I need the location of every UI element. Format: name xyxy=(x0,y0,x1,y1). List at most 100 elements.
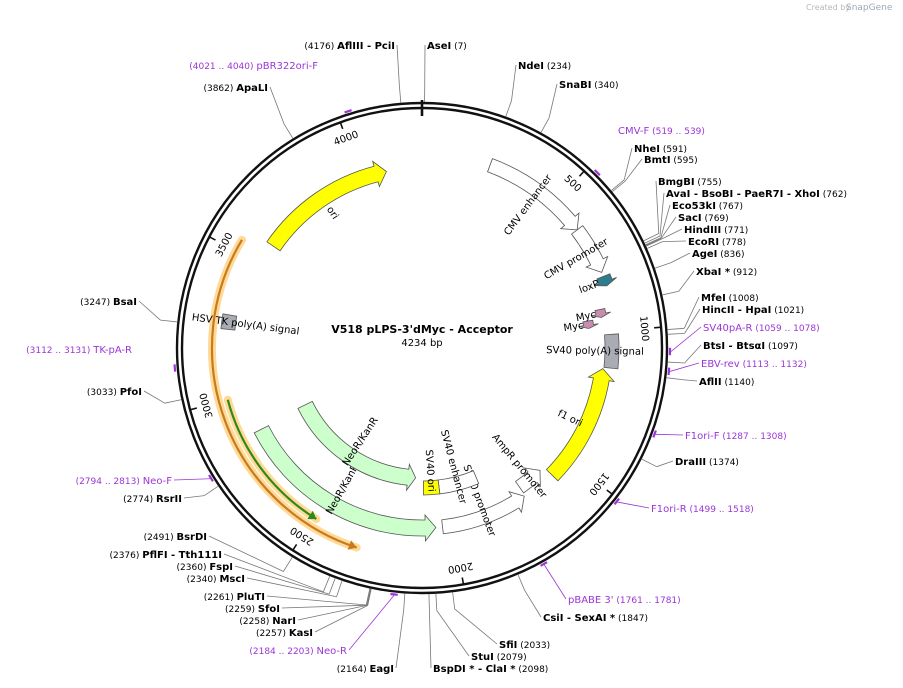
enzyme-label[interactable]: AvaI - BsoBI - PaeR7I - XhoI (762) xyxy=(666,189,847,200)
primer-leader-line xyxy=(348,595,395,651)
feature-sv40-promoter[interactable] xyxy=(441,491,525,535)
primer-label[interactable]: F1ori-R (1499 .. 1518) xyxy=(651,504,754,515)
enzyme-label[interactable]: StuI (2079) xyxy=(471,652,527,663)
enzyme-label[interactable]: BspDI * - ClaI * (2098) xyxy=(433,664,548,675)
enzyme-label[interactable]: NheI (591) xyxy=(634,144,687,155)
primer-leader-line xyxy=(617,501,650,509)
enzyme-label[interactable]: BtsI - BtsαI (1097) xyxy=(703,341,798,352)
plasmid-backbone xyxy=(175,100,669,595)
primer-label[interactable]: CMV-F (519 .. 539) xyxy=(618,126,705,137)
feature-myc[interactable] xyxy=(590,308,611,318)
enzyme-label[interactable]: (3033) PfoI xyxy=(87,387,142,398)
feature-cmv-promoter[interactable] xyxy=(571,225,609,273)
enzyme-label[interactable]: BmgBI (755) xyxy=(658,177,722,188)
primer-label[interactable]: F1ori-F (1287 .. 1308) xyxy=(685,431,787,442)
enzyme-cut-line xyxy=(645,238,662,246)
enzyme-leader-line xyxy=(269,86,285,125)
enzyme-leader-line xyxy=(223,553,324,593)
enzyme-label[interactable]: EcoRI (778) xyxy=(688,237,746,248)
enzyme-leader-line xyxy=(314,604,368,633)
enzyme-leader-line xyxy=(548,83,558,118)
enzyme-label[interactable]: HincII - HpaI (1021) xyxy=(702,305,804,316)
enzyme-leader-line xyxy=(660,204,671,238)
feature-cmv-enhancer[interactable] xyxy=(487,158,580,231)
feature-myc[interactable] xyxy=(578,319,599,329)
segment-arrowhead xyxy=(347,540,357,550)
feature-loxp[interactable] xyxy=(593,273,617,287)
enzyme-leader-line xyxy=(661,228,683,240)
enzyme-label[interactable]: NdeI (234) xyxy=(518,61,571,72)
enzyme-label[interactable]: XbaI * (912) xyxy=(696,267,757,278)
feature-hsv-tk-poly-a-signal[interactable] xyxy=(220,313,238,331)
primer-label[interactable]: (4021 .. 4040) pBR322ori-F xyxy=(189,61,318,72)
enzyme-label[interactable]: (2360) FspI xyxy=(177,562,233,573)
enzyme-leader-line xyxy=(655,180,660,234)
enzyme-cut-line xyxy=(204,485,219,496)
enzyme-label[interactable]: (2261) PluTI xyxy=(204,592,265,603)
tick-mark xyxy=(654,326,662,329)
primer-label[interactable]: SV40pA-R (1059 .. 1078) xyxy=(703,323,820,334)
feature-neor-kanr[interactable] xyxy=(297,400,417,492)
feature-sv40-poly-a-signal[interactable] xyxy=(603,333,620,370)
enzyme-label[interactable]: (3247) BsaI xyxy=(80,297,137,308)
enzyme-cut-line xyxy=(654,262,671,269)
enzyme-label[interactable]: Eco53kI (767) xyxy=(672,201,743,212)
enzyme-label[interactable]: SacI (769) xyxy=(678,213,729,224)
enzyme-cut-line xyxy=(641,458,657,468)
enzyme-leader-line xyxy=(429,610,432,669)
created-by-text: Created by xyxy=(806,3,850,12)
enzyme-label[interactable]: AgeI (836) xyxy=(692,249,744,260)
primer-label[interactable]: (2794 .. 2813) Neo-F xyxy=(76,476,173,487)
feature-neor-kanr[interactable] xyxy=(253,425,437,543)
enzyme-leader-line xyxy=(684,344,702,364)
enzyme-label[interactable]: SfiI (2033) xyxy=(499,640,550,651)
enzyme-leader-line xyxy=(660,216,677,239)
feature-ori[interactable] xyxy=(266,160,387,252)
highlighted-segments xyxy=(208,235,361,552)
enzyme-label[interactable]: (2491) BsrDI xyxy=(144,532,207,543)
feature-sv40-ori[interactable] xyxy=(422,479,441,496)
enzyme-label[interactable]: (2164) EagI xyxy=(337,664,394,675)
enzyme-label[interactable]: (4176) AflIII - PciI xyxy=(304,41,395,52)
primer-label[interactable]: (3112 .. 3131) TK-pA-R xyxy=(26,345,132,356)
primer-marker xyxy=(344,109,352,114)
enzyme-label[interactable]: (2259) SfoI xyxy=(225,604,280,615)
enzyme-label[interactable]: BmtI (595) xyxy=(644,155,698,166)
enzyme-leader-line xyxy=(396,44,400,86)
enzyme-label[interactable]: AflII (1140) xyxy=(699,377,754,388)
feature-ampr-promoter[interactable] xyxy=(515,467,541,494)
enzyme-leader-line xyxy=(684,308,701,334)
enzyme-label[interactable]: SnaBI (340) xyxy=(559,80,618,91)
primer-label[interactable]: (2184 .. 2203) Neo-R xyxy=(249,646,347,657)
primer-leader-line xyxy=(543,564,567,600)
tick-label: 2000 xyxy=(447,560,474,575)
enzyme-cut-line xyxy=(283,556,293,572)
enzyme-label[interactable]: HindIII (771) xyxy=(684,225,748,236)
enzyme-label[interactable]: (2340) MscI xyxy=(187,574,245,585)
enzyme-leader-line xyxy=(454,608,498,645)
primer-label[interactable]: pBABE 3' (1761 .. 1781) xyxy=(568,595,681,606)
enzyme-label[interactable]: (2774) RsrII xyxy=(123,494,182,505)
primer-label[interactable]: EBV-rev (1113 .. 1132) xyxy=(701,359,807,370)
enzyme-label[interactable]: (3862) ApaLI xyxy=(203,83,268,94)
enzyme-leader-line xyxy=(143,390,166,404)
enzyme-leader-line xyxy=(246,577,337,598)
enzyme-cut-line xyxy=(164,399,182,404)
enzyme-label[interactable]: AseI (7) xyxy=(427,41,467,52)
enzyme-label[interactable]: (2376) PflFI - Tth111I xyxy=(109,550,222,561)
enzyme-leader-line xyxy=(524,589,542,618)
enzyme-label[interactable]: DraIII (1374) xyxy=(675,457,739,468)
enzyme-label[interactable]: MfeI (1008) xyxy=(701,293,759,304)
enzyme-label[interactable]: CsiI - SexAI * (1847) xyxy=(543,613,648,624)
feature-label: HSV TK poly(A) signal xyxy=(191,312,300,337)
enzyme-label[interactable]: (2257) KasI xyxy=(256,628,313,639)
enzyme-cut-line xyxy=(611,180,626,193)
primer-leader-line xyxy=(670,326,702,352)
enzyme-label[interactable]: (2258) NarI xyxy=(239,616,296,627)
enzyme-leader-line xyxy=(208,535,284,572)
enzyme-cut-line xyxy=(366,588,371,606)
primer-sites: (4021 .. 4040) pBR322ori-F CMV-F (519 .. … xyxy=(26,61,819,657)
credit: Created by SnapGene xyxy=(806,3,893,13)
segment-arrowhead xyxy=(307,510,317,520)
feature-f1-ori[interactable] xyxy=(545,368,616,482)
